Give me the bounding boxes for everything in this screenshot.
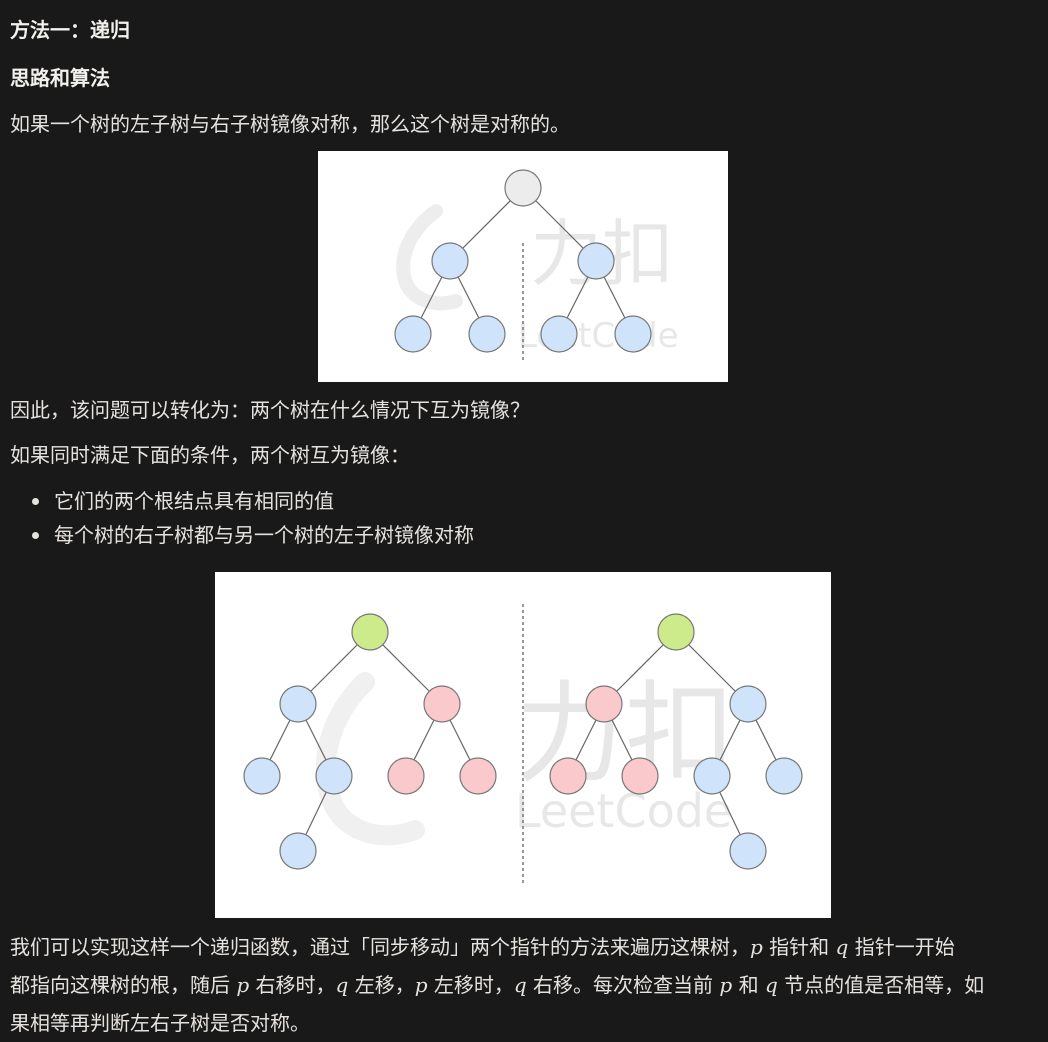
- left-tree-nodes: [243, 613, 497, 870]
- tree-node: [431, 242, 469, 280]
- text-span: 左移时，: [427, 973, 514, 997]
- list-item: 每个树的右子树都与另一个树的左子树镜像对称: [0, 518, 474, 552]
- section-heading: 方法一：递归: [10, 18, 130, 42]
- tree-node: [279, 685, 317, 723]
- tree-node: [765, 757, 803, 795]
- tree-node: [279, 832, 317, 870]
- right-tree-nodes: [549, 613, 803, 870]
- var-q: q: [835, 935, 849, 959]
- text-span: 节点的值是否相等，如: [777, 973, 985, 997]
- paragraph-line-3: 果相等再判断左右子树是否对称。: [10, 1011, 310, 1035]
- tree-node: [468, 315, 506, 353]
- symmetric-tree-svg: 力扣 LeetCode: [394, 169, 679, 361]
- paragraph-line-2: 都指向这棵树的根，随后 p 右移时，q 左移，p 左移时，q 右移。每次检查当前…: [10, 966, 1040, 1004]
- text-span: 我们可以实现这样一个递归函数，通过「同步移动」两个指针的方法来遍历这棵树，: [10, 935, 750, 959]
- tree-node: [614, 315, 652, 353]
- mirror-trees-figure: 力扣 LeetCode: [215, 572, 831, 918]
- text-span: 指针和: [762, 935, 836, 959]
- var-q: q: [513, 973, 527, 997]
- left-tree-edges: [261, 631, 479, 852]
- tree-node: [577, 242, 615, 280]
- conditions-intro: 如果同时满足下面的条件，两个树互为镜像：: [10, 443, 410, 467]
- tree-node: [729, 832, 767, 870]
- mirror-trees-svg: 力扣 LeetCode: [243, 604, 803, 886]
- var-q: q: [335, 973, 349, 997]
- tree-node: [729, 685, 767, 723]
- root-node: [504, 169, 542, 207]
- tree-node: [585, 685, 623, 723]
- text-span: 右移时，: [249, 973, 336, 997]
- tree-node: [423, 685, 461, 723]
- explanation-paragraph: 我们可以实现这样一个递归函数，通过「同步移动」两个指针的方法来遍历这棵树，p 指…: [10, 928, 1040, 1042]
- paragraph-line-1: 我们可以实现这样一个递归函数，通过「同步移动」两个指针的方法来遍历这棵树，p 指…: [10, 928, 1040, 966]
- root-node: [657, 613, 695, 651]
- tree-node: [243, 757, 281, 795]
- question-text: 因此，该问题可以转化为：两个树在什么情况下互为镜像？: [10, 398, 530, 422]
- var-p: p: [236, 973, 250, 997]
- watermark-en: LeetCode: [515, 784, 732, 838]
- text-span: 左移，: [348, 973, 415, 997]
- intro-text: 如果一个树的左子树与右子树镜像对称，那么这个树是对称的。: [10, 112, 570, 136]
- text-span: 指针一开始: [848, 935, 955, 959]
- tree-node: [549, 757, 587, 795]
- watermark: 力扣 LeetCode: [315, 670, 735, 846]
- tree-node: [540, 315, 578, 353]
- tree-node: [394, 315, 432, 353]
- text-span: 右移。每次检查当前: [526, 973, 720, 997]
- var-p: p: [719, 973, 733, 997]
- root-node: [351, 613, 389, 651]
- tree-node: [315, 757, 353, 795]
- tree-node: [387, 757, 425, 795]
- tree-nodes: [394, 169, 652, 353]
- var-p: p: [750, 935, 763, 959]
- symmetric-tree-figure: 力扣 LeetCode: [318, 151, 728, 382]
- list-item: 它们的两个根结点具有相同的值: [0, 484, 474, 518]
- text-span: 和: [732, 973, 765, 997]
- text-span: 都指向这棵树的根，随后: [10, 973, 237, 997]
- subsection-heading: 思路和算法: [10, 66, 110, 90]
- var-q: q: [764, 973, 778, 997]
- tree-node: [459, 757, 497, 795]
- tree-node: [621, 757, 659, 795]
- tree-node: [693, 757, 731, 795]
- var-p: p: [414, 973, 428, 997]
- conditions-list: 它们的两个根结点具有相同的值 每个树的右子树都与另一个树的左子树镜像对称: [0, 484, 474, 552]
